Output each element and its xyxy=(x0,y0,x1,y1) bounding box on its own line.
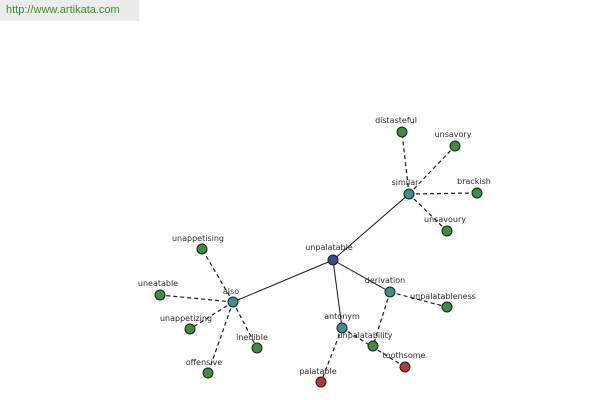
node-distasteful[interactable] xyxy=(396,126,408,138)
node-unappetizing[interactable] xyxy=(184,323,196,335)
graph-nodes xyxy=(154,126,483,388)
node-unsavoury[interactable] xyxy=(441,225,453,237)
graph-labels: unpalatable similar also derivation antonym d… xyxy=(138,116,491,376)
edge-similar-distasteful xyxy=(401,131,410,195)
edge-antonym-palatable xyxy=(320,327,343,383)
node-unpalatableness[interactable] xyxy=(441,301,453,313)
edge-also-offensive xyxy=(207,301,234,374)
edge-also-inedible xyxy=(232,301,258,349)
node-label-distasteful[interactable]: distasteful xyxy=(375,116,417,125)
node-label-unappetizing[interactable]: unappetizing xyxy=(160,314,212,323)
node-uneatable[interactable] xyxy=(154,289,166,301)
node-label-derivation[interactable]: derivation xyxy=(365,276,405,285)
node-label-unpalatableness[interactable]: unpalatableness xyxy=(410,292,476,301)
node-unappetising[interactable] xyxy=(196,243,208,255)
node-label-antonym[interactable]: antonym xyxy=(324,312,360,321)
node-antonym[interactable] xyxy=(336,322,348,334)
node-label-also[interactable]: also xyxy=(223,287,239,296)
node-label-similar[interactable]: similar xyxy=(392,178,420,187)
node-inedible[interactable] xyxy=(251,342,263,354)
node-label-unsavoury[interactable]: unsavoury xyxy=(424,215,466,224)
edge-unpalatable-derivation xyxy=(332,259,391,293)
node-unsavory[interactable] xyxy=(449,140,461,152)
edge-similar-brackish xyxy=(408,192,478,195)
node-unpalatability[interactable] xyxy=(367,340,379,352)
node-similar[interactable] xyxy=(403,188,415,200)
edge-also-uneatable xyxy=(159,294,234,303)
graph-edges xyxy=(159,131,478,383)
node-label-toothsome[interactable]: toothsome xyxy=(383,351,426,360)
edge-derivation-unpalatableness xyxy=(389,291,448,308)
node-label-offensive[interactable]: offensive xyxy=(186,358,223,367)
node-label-inedible[interactable]: inedible xyxy=(236,333,268,342)
node-label-palatable[interactable]: palatable xyxy=(299,367,336,376)
node-derivation[interactable] xyxy=(384,286,396,298)
node-label-uneatable[interactable]: uneatable xyxy=(138,279,178,288)
edge-unpalatable-similar xyxy=(332,193,410,261)
node-label-unpalatability[interactable]: unpalatability xyxy=(338,331,393,340)
node-label-unsavory[interactable]: unsavory xyxy=(435,130,472,139)
edge-similar-unsavoury xyxy=(408,193,448,232)
edge-unpalatable-also xyxy=(232,259,334,303)
node-also[interactable] xyxy=(227,296,239,308)
node-label-unappetising[interactable]: unappetising xyxy=(172,234,224,243)
node-label-unpalatable[interactable]: unpalatable xyxy=(305,243,353,252)
node-brackish[interactable] xyxy=(471,187,483,199)
edge-derivation-unpalatability xyxy=(372,291,391,347)
edge-also-unappetizing xyxy=(189,301,234,330)
node-label-brackish[interactable]: brackish xyxy=(457,177,491,186)
edge-also-unappetising xyxy=(201,248,234,303)
node-unpalatable[interactable] xyxy=(327,254,339,266)
node-offensive[interactable] xyxy=(202,367,214,379)
edge-unpalatable-antonym xyxy=(332,259,343,329)
site-url-link[interactable]: http://www.artikata.com xyxy=(6,4,120,16)
node-palatable[interactable] xyxy=(315,376,327,388)
node-toothsome[interactable] xyxy=(399,361,411,373)
site-banner: http://www.artikata.com xyxy=(0,0,139,21)
